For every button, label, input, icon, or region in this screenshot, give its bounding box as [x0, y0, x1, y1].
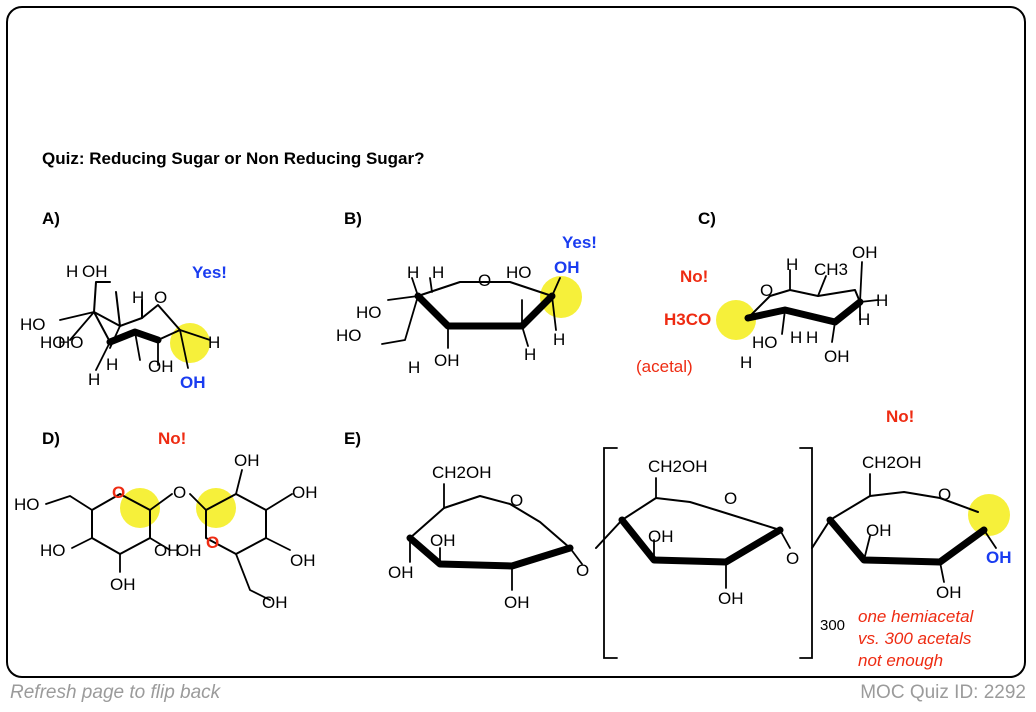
atom-a-h1: H [66, 262, 78, 281]
atom-e-oh4: OH [648, 527, 674, 546]
atom-e-oh7: OH [936, 583, 962, 602]
label-d: D) [42, 429, 60, 448]
atom-d-oh5: OH [176, 541, 202, 560]
atom-d-oh1: OH [234, 451, 260, 470]
atom-d-oh7: OH [262, 593, 288, 612]
atom-b-h3: H [408, 358, 420, 377]
atom-c-h1: H [786, 255, 798, 274]
atom-a-h5: H [88, 370, 100, 389]
atom-b-ho3: HO [336, 326, 362, 345]
atom-b-oh: OH [434, 351, 460, 370]
note-c: (acetal) [636, 357, 693, 376]
atom-a-oh2: OH [148, 357, 174, 376]
structure-b: B) H H O HO OH HO HO H OH H H Yes! [336, 209, 597, 377]
footer-refresh-hint: Refresh page to flip back [10, 682, 221, 703]
atom-d-ring-o2: O [206, 533, 219, 552]
atom-a-anomeric-oh: OH [180, 373, 206, 392]
atom-c-h3: H [806, 328, 818, 347]
atom-d-ho1: HO [14, 495, 40, 514]
quiz-title: Quiz: Reducing Sugar or Non Reducing Sug… [42, 149, 425, 168]
atom-e-oh5: OH [718, 589, 744, 608]
atom-d-oh4: OH [110, 575, 136, 594]
atom-a-ho1: HO [20, 315, 46, 334]
atom-e-oh6: OH [866, 521, 892, 540]
atom-c-ring-o: O [760, 281, 773, 300]
anomeric-highlight-e [968, 494, 1010, 536]
label-a: A) [42, 209, 60, 228]
atom-a-h4: H [208, 333, 220, 352]
atom-e-ch2oh2: CH2OH [648, 457, 708, 476]
anomeric-highlight-c [716, 300, 756, 340]
structure-e: E) CH2OH O OH OH OH O CH2OH O OH OH O CH… [344, 407, 1012, 670]
answer-a: Yes! [192, 263, 227, 282]
atom-a-ring-o: O [154, 288, 167, 307]
atom-d-ho2: HO [40, 541, 66, 560]
atom-c-h6: H [790, 328, 802, 347]
label-c: C) [698, 209, 716, 228]
atom-d-oh2: OH [292, 483, 318, 502]
footer-quiz-id: MOC Quiz ID: 2292 [860, 682, 1026, 703]
atom-a-h3: H [106, 355, 118, 374]
note-e-line1: one hemiacetal [858, 607, 975, 626]
structure-d: D) HO O O OH OH O HO OH OH OH OH OH No! [14, 429, 318, 612]
atom-a-ho3: HO [58, 333, 84, 352]
repeat-subscript-e: 300 [820, 617, 845, 634]
atom-e-glycosidic-o2: O [786, 549, 799, 568]
atom-b-ring-o: O [478, 271, 491, 290]
atom-c-h2: H [740, 353, 752, 372]
atom-b-h4: H [524, 345, 536, 364]
atom-a-oh1: OH [82, 262, 108, 281]
atom-d-oh3: OH [154, 541, 180, 560]
atom-d-oh6: OH [290, 551, 316, 570]
atom-e-ring-o1: O [510, 491, 523, 510]
atom-d-glycosidic-o: O [173, 483, 186, 502]
atom-b-h2: H [432, 263, 444, 282]
atom-c-ho: HO [752, 333, 778, 352]
anomeric-highlight-b [540, 276, 582, 318]
atom-e-anomeric-oh: OH [986, 548, 1012, 567]
note-e-line2: vs. 300 acetals [858, 629, 972, 648]
answer-d: No! [158, 429, 186, 448]
atom-e-oh2: OH [388, 563, 414, 582]
label-e: E) [344, 429, 361, 448]
structure-c: C) OH H CH3 O H3CO H HO H H H OH H No! (… [636, 209, 888, 376]
atom-e-ch2oh1: CH2OH [432, 463, 492, 482]
answer-c: No! [680, 267, 708, 286]
atom-c-methoxy: H3CO [664, 310, 711, 329]
atom-e-glycosidic-o1: O [576, 561, 589, 580]
atom-c-oh2: OH [824, 347, 850, 366]
atom-c-oh1: OH [852, 243, 878, 262]
label-b: B) [344, 209, 362, 228]
atom-b-ho2: HO [356, 303, 382, 322]
atom-a-h2: H [132, 288, 144, 307]
atom-d-ring-o1: O [112, 483, 125, 502]
atom-c-h5: H [858, 310, 870, 329]
note-e-line3: not enough [858, 651, 943, 670]
atom-b-ho1: HO [506, 263, 532, 282]
atom-e-ring-o2: O [724, 489, 737, 508]
highlight-d-right [196, 488, 236, 528]
atom-e-oh1: OH [430, 531, 456, 550]
atom-e-oh3: OH [504, 593, 530, 612]
atom-c-ch3: CH3 [814, 260, 848, 279]
anomeric-highlight-a [170, 323, 210, 363]
answer-b: Yes! [562, 233, 597, 252]
atom-b-anomeric-oh: OH [554, 258, 580, 277]
atom-e-ring-o3: O [938, 485, 951, 504]
atom-c-h4: H [876, 291, 888, 310]
atom-b-h1: H [407, 263, 419, 282]
structure-a: A) H OH HO H O HO HO H OH H H OH Yes! [20, 209, 227, 392]
atom-a-ho2: HO [40, 333, 66, 352]
answer-e: No! [886, 407, 914, 426]
atom-e-ch2oh3: CH2OH [862, 453, 922, 472]
atom-b-h5: H [553, 330, 565, 349]
